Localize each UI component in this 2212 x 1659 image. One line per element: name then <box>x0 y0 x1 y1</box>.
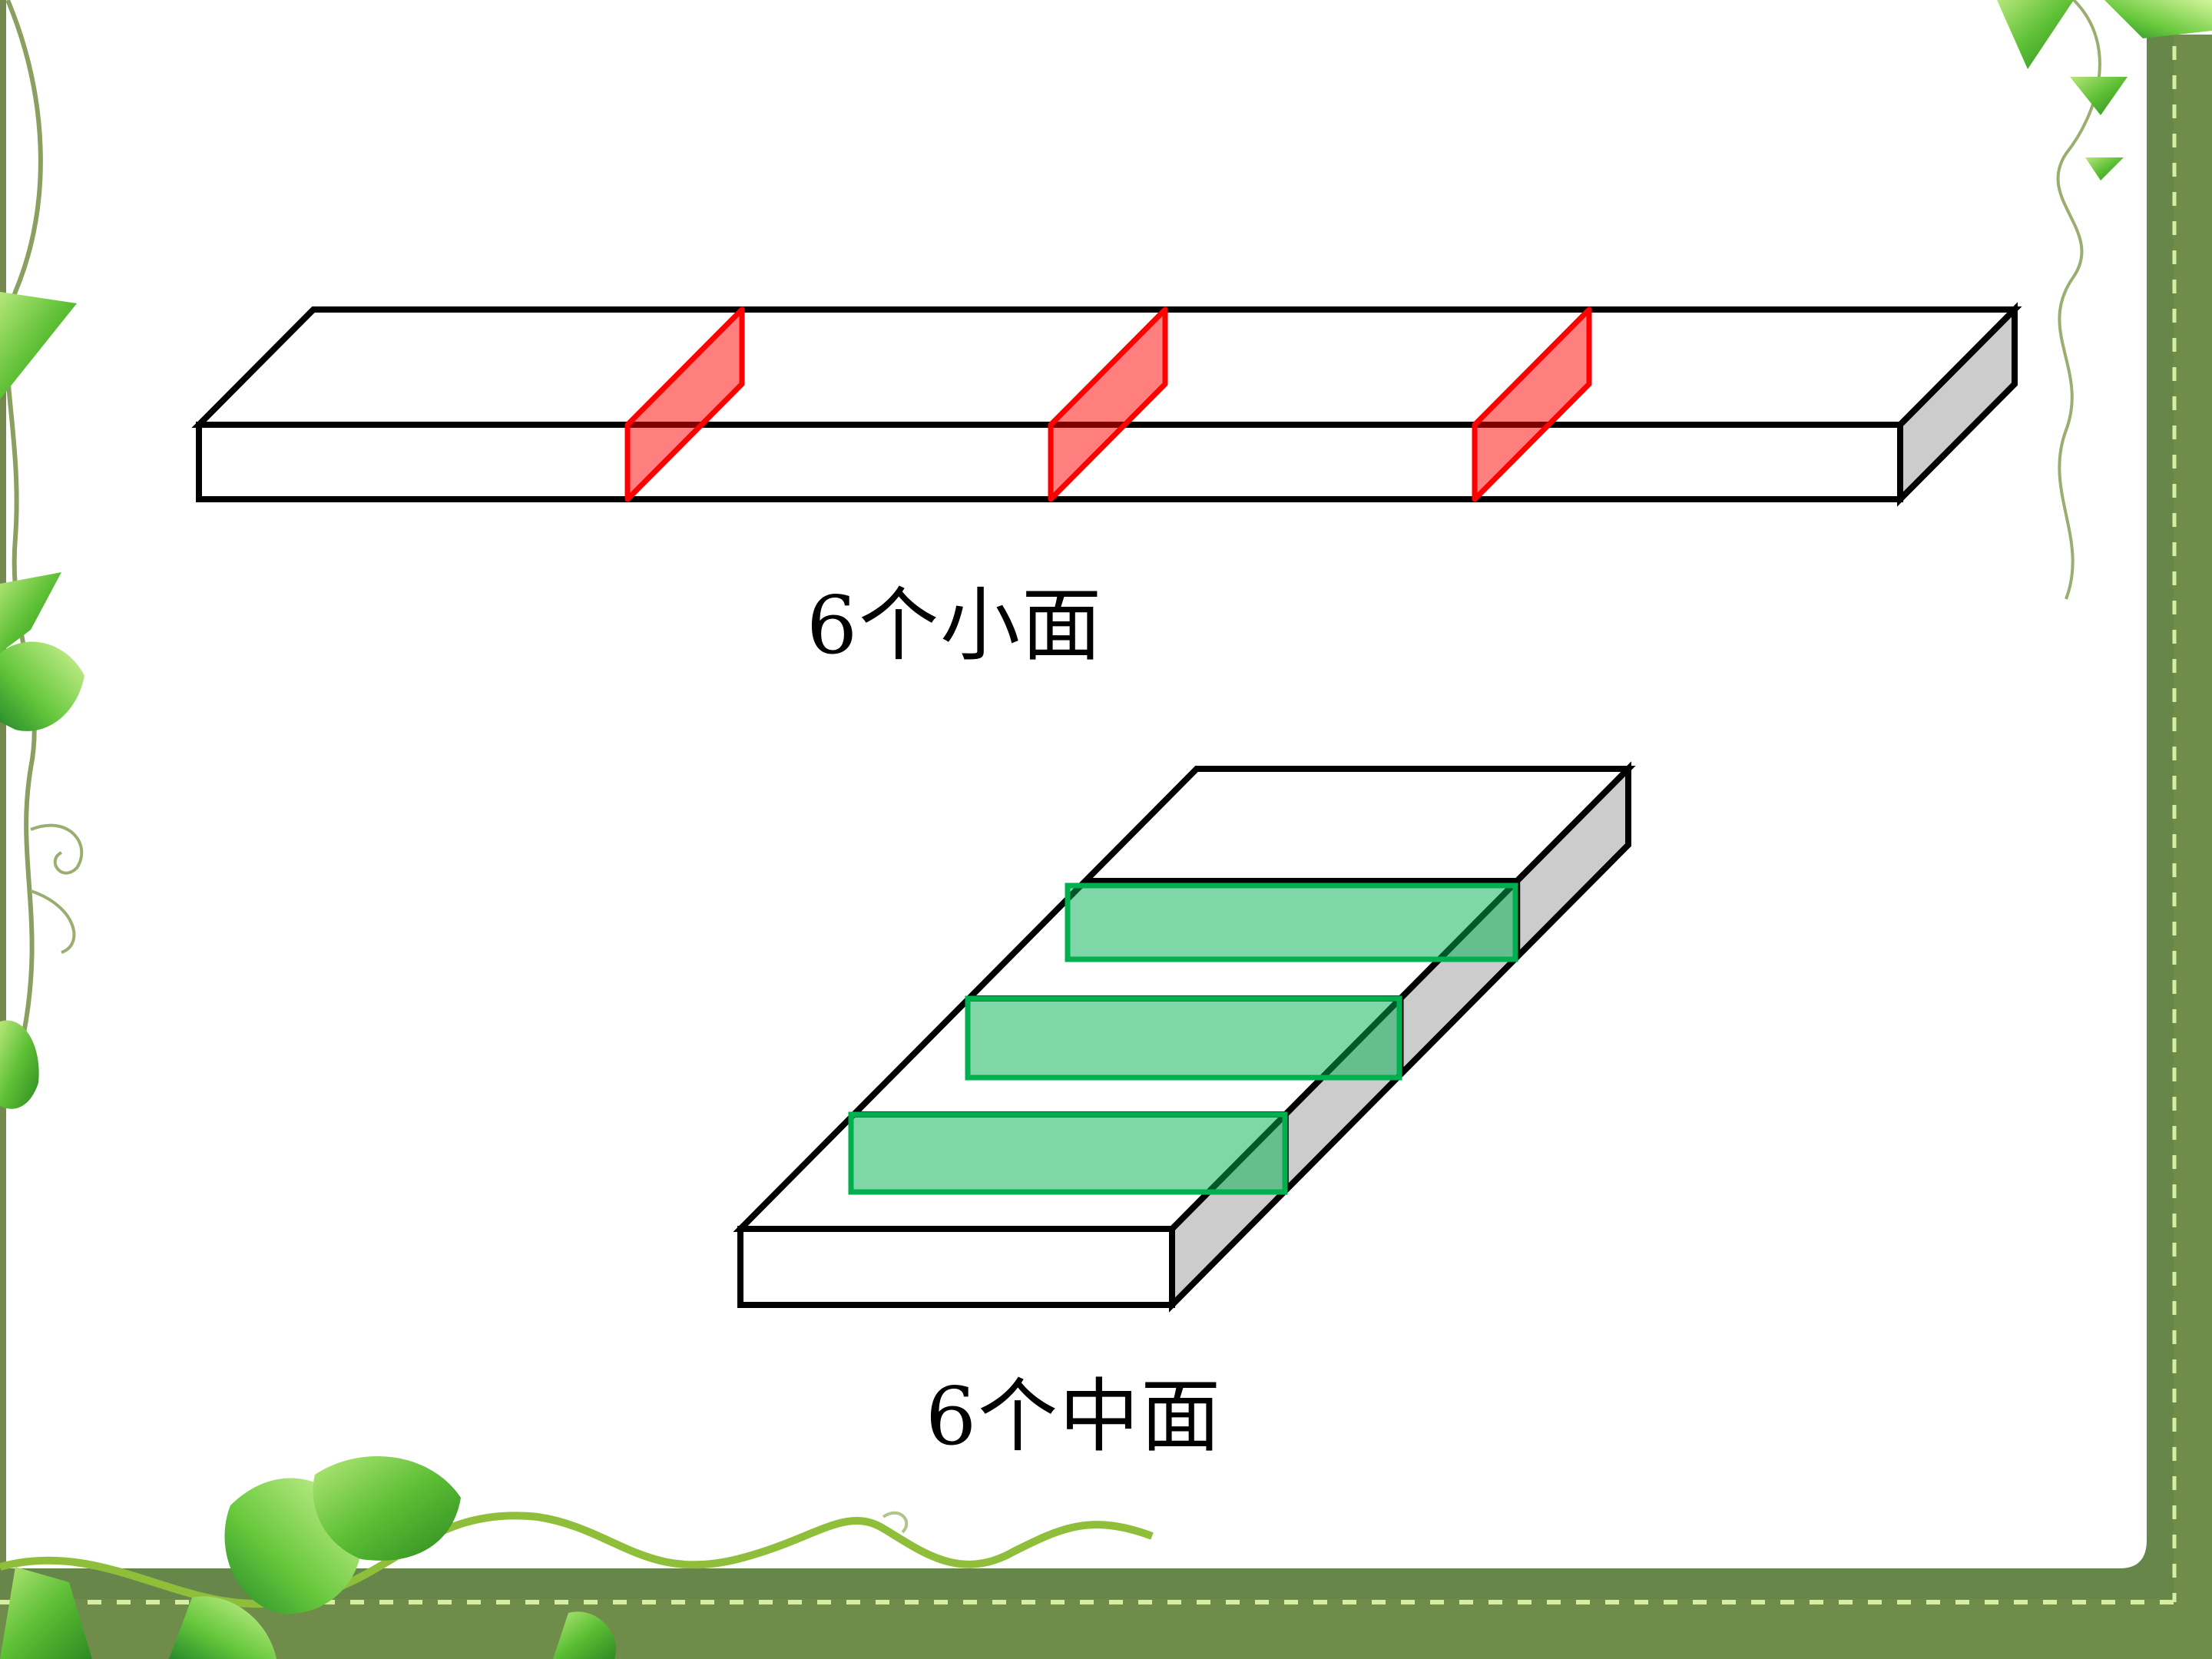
slab-front-face <box>737 1226 1175 1308</box>
long-bar-figure <box>191 302 2022 507</box>
content-corner-round <box>2120 1540 2147 1568</box>
leaf <box>2085 157 2124 180</box>
bottom-vine-decoration <box>0 1456 1154 1659</box>
green-face-highlight <box>848 1111 1288 1195</box>
red-cut-plane <box>1048 306 1168 502</box>
green-face-highlight <box>1065 882 1518 962</box>
leaf <box>2104 0 2212 38</box>
red-cut-plane <box>1472 306 1592 502</box>
flat-slab-figure <box>733 761 1636 1313</box>
leaf <box>1997 0 2074 69</box>
leaf <box>0 292 77 399</box>
label-six-medium-faces: 6个中面 <box>926 1369 1223 1463</box>
red-cut-plane <box>624 306 745 502</box>
green-face-highlight <box>965 995 1402 1081</box>
right-border-inner-band <box>2147 35 2174 1571</box>
leaf <box>313 1456 461 1561</box>
leaf <box>0 641 84 731</box>
right-vine-decoration <box>1997 0 2212 600</box>
leaf <box>169 1596 276 1659</box>
leaf <box>0 1567 92 1659</box>
leaf <box>2070 77 2128 115</box>
left-vine-decoration <box>0 0 84 1109</box>
left-border-strip <box>0 0 6 1659</box>
leaf <box>0 1020 39 1109</box>
leaf <box>553 1611 616 1659</box>
leaf <box>0 572 61 653</box>
label-six-small-faces: 6个小面 <box>806 578 1104 672</box>
